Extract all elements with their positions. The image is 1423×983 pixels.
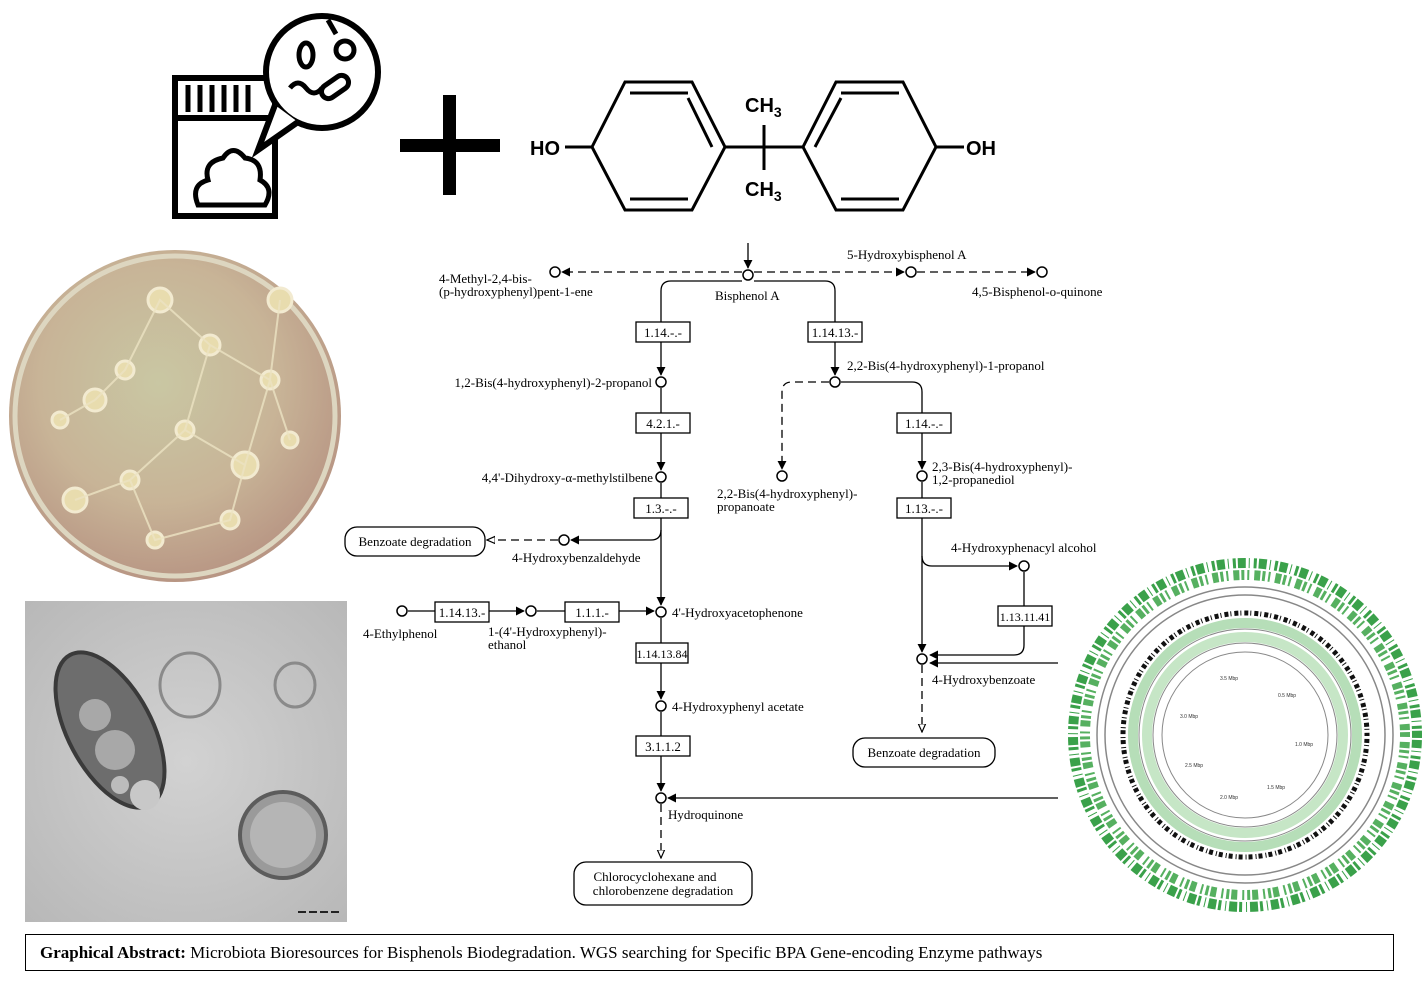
- svg-text:4,4'-Dihydroxy-α-methylstilben: 4,4'-Dihydroxy-α-methylstilbene: [482, 470, 653, 485]
- enzyme-box[interactable]: [633, 497, 689, 519]
- svg-text:1.3.-.-: 1.3.-.-: [645, 501, 676, 516]
- svg-text:1.14.13.84: 1.14.13.84: [637, 647, 688, 661]
- node-phenacyl-alcohol[interactable]: [1018, 560, 1030, 572]
- node-hydroxybenzoate[interactable]: [916, 653, 928, 665]
- svg-text:propanoate: propanoate: [717, 499, 775, 514]
- svg-text:4-Hydroxybenzaldehyde: 4-Hydroxybenzaldehyde: [512, 550, 641, 565]
- svg-text:0.5 Mbp: 0.5 Mbp: [1278, 693, 1296, 699]
- svg-text:3.5 Mbp: 3.5 Mbp: [1220, 676, 1238, 682]
- enzyme-box[interactable]: [635, 321, 691, 343]
- enzyme-box[interactable]: [896, 412, 952, 434]
- node-propanoate[interactable]: [776, 470, 788, 482]
- svg-text:1.13.11.41: 1.13.11.41: [1000, 610, 1051, 624]
- map-box-chlorobenzene[interactable]: [573, 861, 753, 906]
- svg-text:1,2-propanediol: 1,2-propanediol: [932, 472, 1015, 487]
- svg-text:1.13.-.-: 1.13.-.-: [905, 501, 943, 516]
- svg-text:4,5-Bisphenol-o-quinone: 4,5-Bisphenol-o-quinone: [972, 284, 1103, 299]
- map-label: Benzoate degradation: [359, 534, 472, 549]
- methyl-top-label: CH3: [745, 95, 782, 120]
- map-box-benzoate-right[interactable]: [852, 737, 996, 768]
- node-phenyl-ethanol[interactable]: [525, 605, 537, 617]
- svg-text:3.0 Mbp: 3.0 Mbp: [1180, 714, 1198, 720]
- node-ethylphenol[interactable]: [396, 605, 408, 617]
- node-bis-2-propanol[interactable]: [655, 376, 667, 388]
- genome-scale-labels: 3.5 Mbp 0.5 Mbp 3.0 Mbp 1.0 Mbp 2.5 Mbp …: [1180, 676, 1313, 801]
- compound-nodes[interactable]: [396, 266, 1048, 804]
- node-phenyl-acetate[interactable]: [655, 700, 667, 712]
- hydroxyl-left-label: HO: [530, 138, 560, 160]
- svg-text:2,3-Bis(4-hydroxyphenyl)-: 2,3-Bis(4-hydroxyphenyl)-: [932, 459, 1072, 474]
- svg-text:4-Methyl-2,4-bis-: 4-Methyl-2,4-bis-: [439, 271, 532, 286]
- caption-box: Graphical Abstract: Microbiota Bioresour…: [25, 934, 1394, 971]
- compound-labels: Bisphenol A 4-Methyl-2,4-bis- (p-hydroxy…: [363, 247, 1103, 822]
- hydroxyl-right-label: OH: [966, 138, 996, 160]
- svg-text:4'-Hydroxyacetophenone: 4'-Hydroxyacetophenone: [672, 605, 803, 620]
- svg-text:2,2-Bis(4-hydroxyphenyl)-1-pro: 2,2-Bis(4-hydroxyphenyl)-1-propanol: [847, 358, 1045, 373]
- enzyme-box[interactable]: [564, 601, 620, 623]
- svg-text:(p-hydroxyphenyl)pent-1-ene: (p-hydroxyphenyl)pent-1-ene: [439, 284, 593, 299]
- svg-text:1-(4'-Hydroxyphenyl)-: 1-(4'-Hydroxyphenyl)-: [488, 624, 607, 639]
- enzyme-box[interactable]: [997, 605, 1053, 627]
- genome-circular-map: [1068, 558, 1422, 912]
- svg-text:1.14.-.-: 1.14.-.-: [905, 416, 943, 431]
- svg-text:1.14.13.-: 1.14.13.-: [439, 605, 486, 620]
- svg-text:1.0 Mbp: 1.0 Mbp: [1295, 742, 1313, 748]
- caption-text: Microbiota Bioresources for Bisphenols B…: [185, 943, 1043, 962]
- node-hydroxybisphenol[interactable]: [905, 266, 917, 278]
- map-label: Benzoate degradation: [868, 745, 981, 760]
- node-stilbene[interactable]: [655, 471, 667, 483]
- enzyme-box[interactable]: [635, 412, 691, 434]
- svg-text:1.14.13.-: 1.14.13.-: [812, 325, 859, 340]
- node-bisphenol-a[interactable]: [742, 269, 754, 281]
- node-hydroquinone[interactable]: [655, 792, 667, 804]
- enzyme-box[interactable]: [434, 601, 490, 623]
- tem-micrograph: [25, 601, 347, 922]
- enzyme-box[interactable]: [635, 642, 689, 664]
- svg-text:4-Hydroxyphenyl acetate: 4-Hydroxyphenyl acetate: [672, 699, 804, 714]
- svg-text:1,2-Bis(4-hydroxyphenyl)-2-pro: 1,2-Bis(4-hydroxyphenyl)-2-propanol: [455, 375, 653, 390]
- stool-sample-jar-icon: [172, 13, 381, 219]
- map-label: Chlorocyclohexane and: [593, 869, 717, 884]
- svg-text:3.1.1.2: 3.1.1.2: [645, 739, 681, 754]
- node-quinone[interactable]: [1036, 266, 1048, 278]
- node-bis-1-propanol[interactable]: [829, 376, 841, 388]
- svg-text:4.2.1.-: 4.2.1.-: [646, 416, 680, 431]
- enzyme-box[interactable]: [807, 321, 863, 343]
- svg-text:2.0 Mbp: 2.0 Mbp: [1220, 795, 1238, 801]
- plus-icon: [400, 95, 500, 195]
- svg-text:Hydroquinone: Hydroquinone: [668, 807, 743, 822]
- node-hydroxybenzaldehyde[interactable]: [558, 534, 570, 546]
- svg-text:1.14.-.-: 1.14.-.-: [644, 325, 682, 340]
- node-propanediol[interactable]: [916, 470, 928, 482]
- svg-text:2.5 Mbp: 2.5 Mbp: [1185, 763, 1203, 769]
- svg-text:4-Hydroxyphenacyl alcohol: 4-Hydroxyphenacyl alcohol: [951, 540, 1097, 555]
- petri-dish-photo: [9, 250, 341, 582]
- svg-text:4-Hydroxybenzoate: 4-Hydroxybenzoate: [932, 672, 1035, 687]
- pathway-edges: [408, 243, 1058, 858]
- svg-text:1.5 Mbp: 1.5 Mbp: [1267, 785, 1285, 791]
- bisphenol-a-structure: [565, 80, 964, 212]
- node-methyl-pentene[interactable]: [549, 266, 561, 278]
- caption-label: Graphical Abstract:: [40, 943, 186, 962]
- svg-text:2,2-Bis(4-hydroxyphenyl)-: 2,2-Bis(4-hydroxyphenyl)-: [717, 486, 857, 501]
- node-acetophenone[interactable]: [655, 606, 667, 618]
- map-label: chlorobenzene degradation: [593, 883, 734, 898]
- svg-text:Bisphenol A: Bisphenol A: [715, 288, 780, 303]
- enzyme-labels: 1.14.-.- 1.14.13.- 4.2.1.- 1.3.-.- 1.14.…: [359, 325, 1051, 898]
- svg-text:5-Hydroxybisphenol A: 5-Hydroxybisphenol A: [847, 247, 967, 262]
- enzyme-box[interactable]: [896, 497, 952, 519]
- enzyme-box[interactable]: [635, 735, 691, 757]
- svg-text:ethanol: ethanol: [488, 637, 527, 652]
- svg-text:4-Ethylphenol: 4-Ethylphenol: [363, 626, 438, 641]
- map-box-benzoate-left[interactable]: [344, 526, 486, 557]
- methyl-bottom-label: CH3: [745, 179, 782, 204]
- svg-text:1.1.1.-: 1.1.1.-: [575, 605, 609, 620]
